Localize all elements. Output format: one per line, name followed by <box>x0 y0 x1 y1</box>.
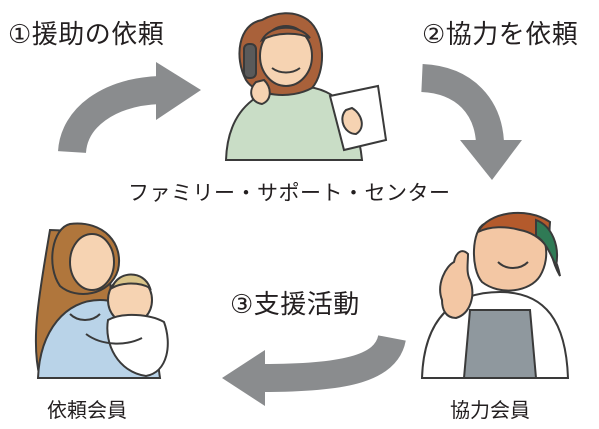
requester-label: 依頼会員 <box>47 398 127 422</box>
thumbs-up-worker-illustration <box>420 211 570 379</box>
phone-operator-illustration <box>224 12 388 161</box>
arrow-step3-icon <box>222 334 406 406</box>
supporter-label: 協力会員 <box>450 398 530 422</box>
mother-with-baby-illustration <box>34 222 169 379</box>
arrow-step1-icon <box>58 62 201 154</box>
arrow-step2-icon <box>420 64 522 180</box>
step3-label: ③支援活動 <box>230 290 360 320</box>
step2-label: ②協力を依頼 <box>422 20 579 50</box>
center-label: ファミリー・サポート・センター <box>128 181 451 205</box>
step1-label: ①援助の依頼 <box>8 20 165 50</box>
